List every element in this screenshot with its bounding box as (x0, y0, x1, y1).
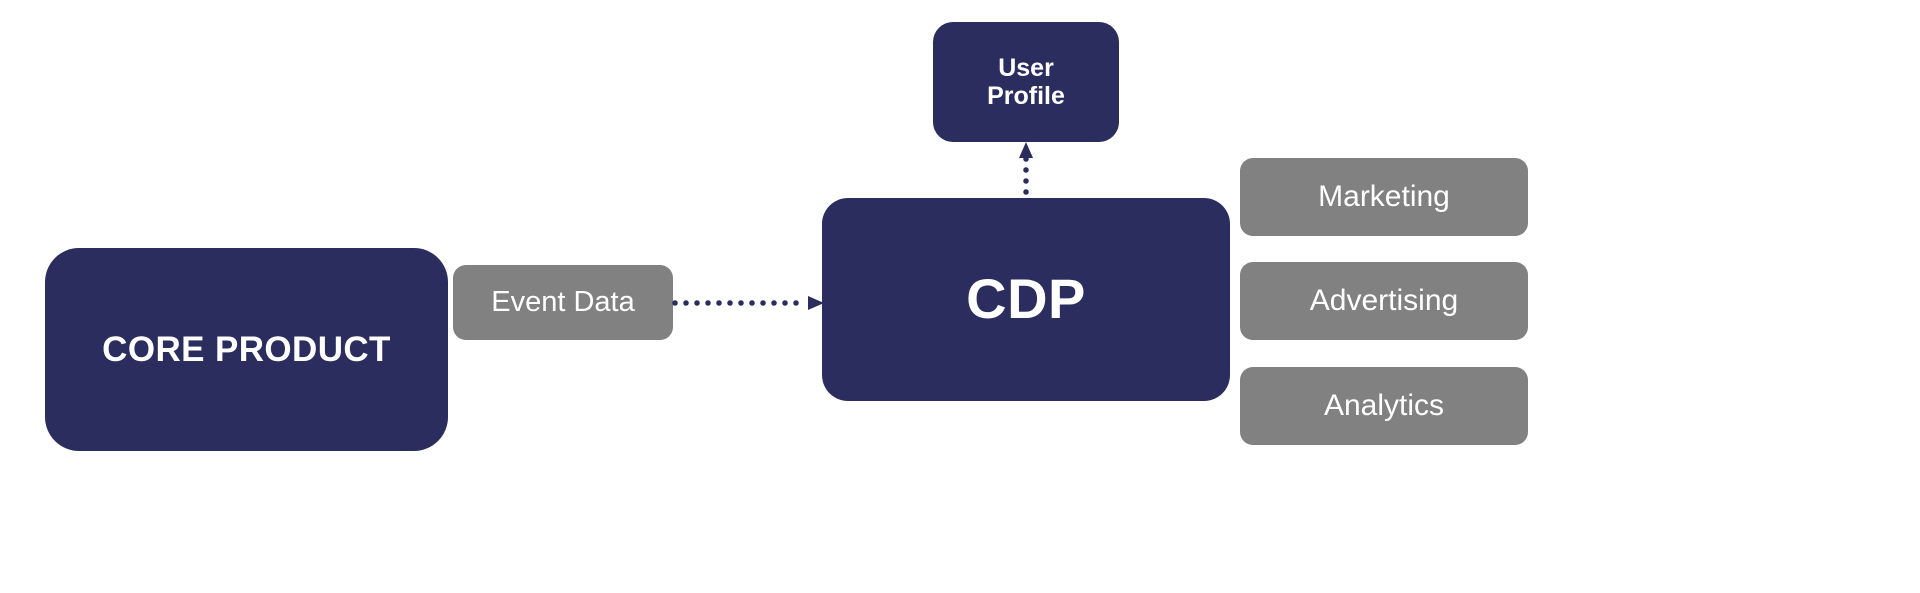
arrowhead-right-icon (808, 296, 824, 310)
node-destination-analytics[interactable]: Analytics (1240, 367, 1528, 445)
node-core-product[interactable]: CORE PRODUCT (45, 248, 448, 451)
node-destination-marketing-label: Marketing (1318, 180, 1450, 214)
node-cdp-label: CDP (966, 267, 1086, 331)
node-user-profile-label-line2: Profile (987, 82, 1065, 110)
connector-cdp-to-user-profile (1019, 142, 1033, 200)
arrowhead-up-icon (1019, 142, 1033, 158)
node-destination-advertising-label: Advertising (1309, 284, 1459, 318)
node-cdp[interactable]: CDP (822, 198, 1230, 401)
node-destination-advertising[interactable]: Advertising (1240, 262, 1528, 340)
node-event-data[interactable]: Event Data (453, 265, 673, 340)
node-core-product-label: CORE PRODUCT (102, 329, 391, 369)
node-destination-analytics-label: Analytics (1323, 389, 1445, 423)
node-user-profile[interactable]: User Profile (933, 22, 1119, 142)
node-user-profile-label-line1: User (998, 54, 1054, 82)
connector-dotted-line (1023, 156, 1029, 200)
connector-core-product-to-cdp (672, 296, 824, 310)
node-destination-marketing[interactable]: Marketing (1240, 158, 1528, 236)
connector-dotted-line (672, 300, 803, 306)
node-event-data-label: Event Data (491, 286, 635, 319)
